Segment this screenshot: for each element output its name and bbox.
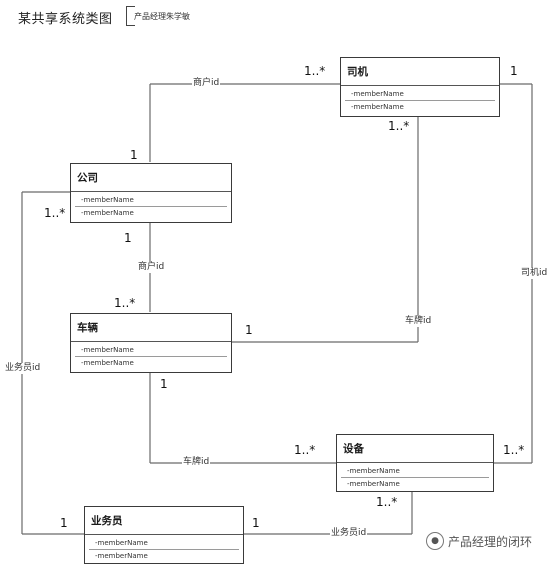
multiplicity-label: 1..* [294,443,316,457]
class-driver-attr: -memberName [345,88,495,101]
label-plate-id-bottom: 车牌id [182,457,211,468]
label-merchant-id-mid: 商户id [137,262,166,273]
multiplicity-label: 1 [60,516,68,530]
class-company-attr: -memberName [81,209,134,217]
class-company-attr: -memberName [75,194,227,207]
watermark: ● 产品经理的闭环 [426,532,532,550]
class-device[interactable]: 设备 -memberName -memberName [336,434,494,492]
author-note: 产品经理朱学敏 [134,12,190,21]
multiplicity-label: 1..* [44,206,66,220]
multiplicity-label: 1 [510,64,518,78]
label-merchant-id-top: 商户id [192,78,221,89]
class-driver[interactable]: 司机 -memberName -memberName [340,57,500,117]
class-vehicle-attr: -memberName [75,344,227,357]
class-vehicle[interactable]: 车辆 -memberName -memberName [70,313,232,373]
class-vehicle-name: 车辆 [71,314,231,342]
diagram-title: 某共享系统类图 [18,12,113,27]
multiplicity-label: 1 [252,516,260,530]
multiplicity-label: 1 [130,148,138,162]
watermark-text: 产品经理的闭环 [448,534,533,549]
multiplicity-label: 1 [124,231,132,245]
class-salesman-attr: -memberName [89,537,239,550]
class-device-attr: -memberName [341,465,489,478]
class-device-attr: -memberName [347,480,400,488]
multiplicity-label: 1 [245,323,253,337]
class-salesman-attr: -memberName [95,552,148,560]
wechat-icon: ● [426,532,444,550]
label-salesman-id-bottom: 业务员id [330,528,368,539]
class-company[interactable]: 公司 -memberName -memberName [70,163,232,223]
class-company-name: 公司 [71,164,231,192]
class-device-name: 设备 [337,435,493,463]
label-plate-id-right: 车牌id [404,316,433,327]
multiplicity-label: 1..* [503,443,525,457]
class-driver-attr: -memberName [351,103,404,111]
class-salesman-name: 业务员 [85,507,243,535]
class-driver-name: 司机 [341,58,499,86]
label-salesman-id-left: 业务员id [4,363,42,374]
multiplicity-label: 1..* [376,495,398,509]
multiplicity-label: 1 [160,377,168,391]
multiplicity-label: 1..* [114,296,136,310]
label-driver-id: 司机id [520,268,549,279]
class-vehicle-attr: -memberName [81,359,134,367]
class-salesman[interactable]: 业务员 -memberName -memberName [84,506,244,564]
multiplicity-label: 1..* [304,64,326,78]
note-bracket [126,6,135,26]
multiplicity-label: 1..* [388,119,410,133]
